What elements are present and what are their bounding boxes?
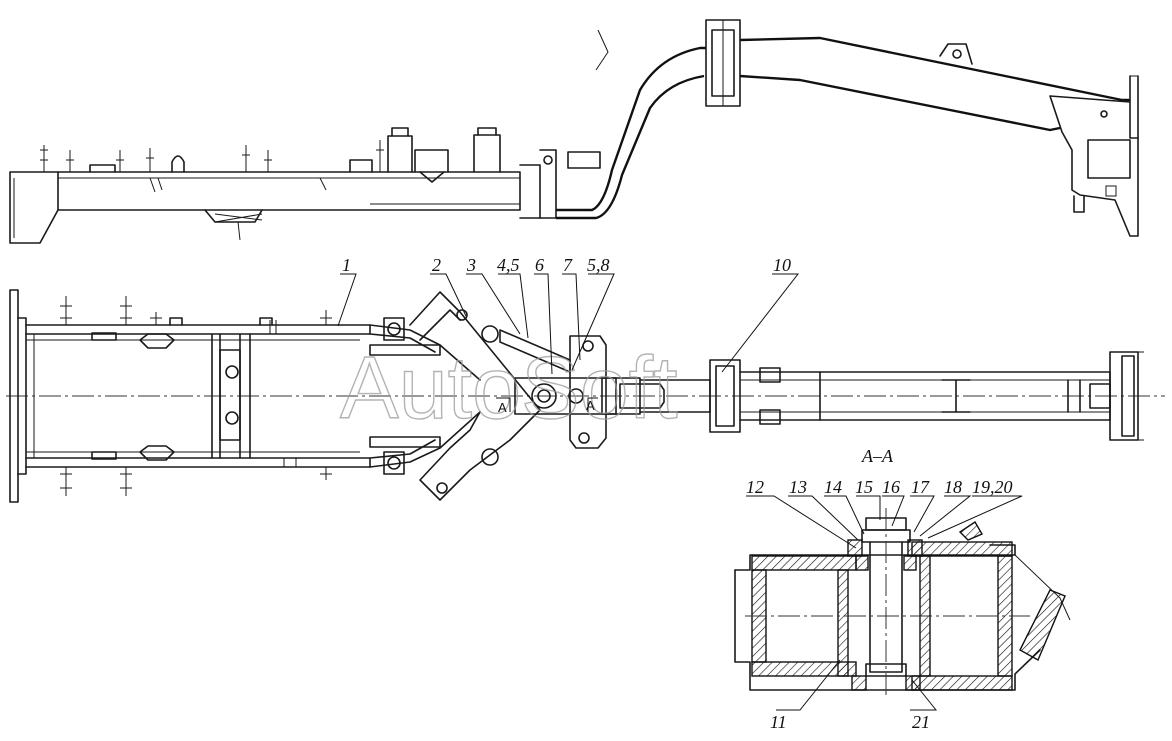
callout-1: 1 (342, 255, 351, 275)
callout-16: 16 (882, 477, 900, 497)
section-title: А–А (861, 446, 894, 466)
plan-view (6, 289, 1165, 503)
section-mark-right: А (586, 398, 595, 413)
callout-19-20: 19,20 (972, 477, 1013, 497)
callout-4-5: 4,5 (497, 255, 520, 275)
callout-labels: 1 2 3 4,5 6 7 5,8 10 12 13 14 15 16 17 1… (342, 255, 1013, 732)
callout-10: 10 (773, 255, 791, 275)
callout-7: 7 (563, 255, 573, 275)
callout-12: 12 (746, 477, 764, 497)
watermark: AutoSoft (340, 338, 678, 437)
callout-2: 2 (432, 255, 441, 275)
callout-3: 3 (466, 255, 476, 275)
callout-15: 15 (855, 477, 873, 497)
callout-21: 21 (912, 712, 930, 732)
callout-5-8: 5,8 (587, 255, 610, 275)
callout-leaders (337, 273, 1023, 711)
side-view (9, 19, 1139, 244)
callout-18: 18 (944, 477, 962, 497)
callout-6: 6 (535, 255, 544, 275)
callout-14: 14 (824, 477, 842, 497)
section-mark-left: А (498, 400, 507, 415)
callout-17: 17 (911, 477, 930, 497)
callout-11: 11 (770, 712, 787, 732)
section-a-a (734, 508, 1071, 698)
callout-13: 13 (789, 477, 807, 497)
